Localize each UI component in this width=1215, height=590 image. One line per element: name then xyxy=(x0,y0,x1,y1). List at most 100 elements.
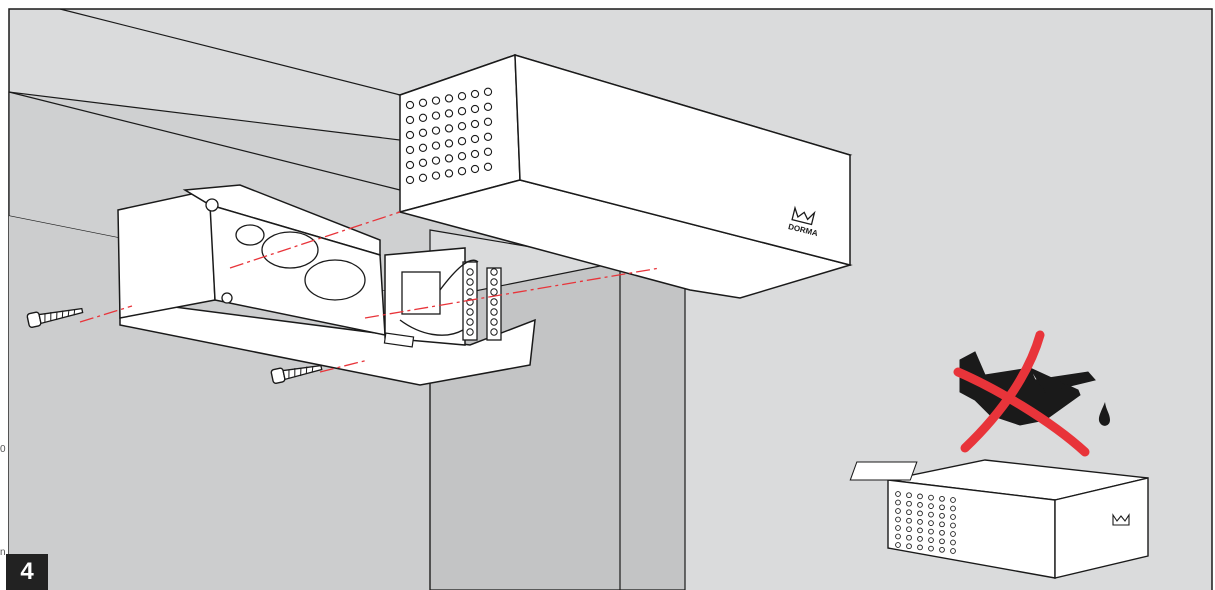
vent-hole xyxy=(928,545,934,552)
vent-hole xyxy=(405,115,415,125)
cover-vent-holes xyxy=(405,87,493,185)
vent-hole xyxy=(470,119,480,129)
vent-hole xyxy=(418,128,428,137)
alignment-center-lines xyxy=(79,211,661,373)
vent-hole xyxy=(939,504,945,511)
terminal-screw xyxy=(490,298,498,306)
terminal-screw xyxy=(466,268,474,276)
vent-hole xyxy=(917,536,923,542)
terminal-screws xyxy=(466,268,498,336)
vent-hole xyxy=(470,164,480,174)
vent-hole xyxy=(483,147,493,156)
vent-hole xyxy=(405,130,415,140)
mechanism-housing-top xyxy=(182,184,381,257)
terminal-screw xyxy=(466,328,474,336)
vent-hole xyxy=(950,505,956,512)
vent-hole xyxy=(906,492,912,499)
vent-hole xyxy=(470,134,480,144)
vent-hole xyxy=(431,111,441,120)
vent-hole xyxy=(928,537,934,543)
vent-hole xyxy=(950,531,956,537)
vent-hole xyxy=(470,89,480,99)
spring-cylinder-2 xyxy=(304,259,366,301)
vent-hole xyxy=(457,167,467,176)
vent-hole xyxy=(405,145,415,155)
vent-hole xyxy=(418,143,428,152)
no-oil-warning xyxy=(953,330,1110,457)
vent-hole xyxy=(895,491,901,497)
vent-hole xyxy=(444,94,454,103)
vent-hole xyxy=(895,516,901,523)
closer-thumbnail xyxy=(849,459,1149,579)
vent-hole xyxy=(444,139,454,148)
terminal-screw xyxy=(466,318,474,326)
vent-hole xyxy=(483,132,493,141)
margin-mark-2: n xyxy=(0,547,6,558)
vent-hole xyxy=(917,544,923,551)
vent-hole xyxy=(483,162,493,171)
mechanism-base-plate xyxy=(119,299,536,386)
vent-hole xyxy=(470,104,480,114)
vent-hole xyxy=(895,525,901,531)
screw-icon xyxy=(26,307,84,328)
wiring xyxy=(399,259,479,336)
oil-drop-icon xyxy=(1098,402,1110,426)
terminal-screw xyxy=(490,268,498,276)
vent-hole xyxy=(470,149,480,159)
vent-hole xyxy=(418,113,428,122)
vent-hole xyxy=(917,510,923,517)
center-line-upper xyxy=(229,211,401,269)
vent-hole xyxy=(939,538,945,545)
vent-hole xyxy=(939,546,945,553)
screw-icon xyxy=(270,364,323,384)
vent-hole xyxy=(928,511,934,518)
vent-hole xyxy=(444,169,454,178)
step-number-badge: 4 xyxy=(6,554,48,590)
vent-hole xyxy=(928,494,934,501)
vent-hole xyxy=(457,152,467,161)
vent-hole xyxy=(950,548,956,554)
closer-mechanism xyxy=(117,184,536,386)
vent-hole xyxy=(950,514,956,520)
lintel-edge-top xyxy=(8,91,401,191)
cover-side-face xyxy=(514,53,851,266)
center-line-screw-1 xyxy=(79,305,133,323)
terminal-screw xyxy=(466,278,474,286)
vent-hole xyxy=(431,141,441,150)
vent-hole xyxy=(895,533,901,540)
terminal-screw xyxy=(466,288,474,296)
vent-hole xyxy=(906,534,912,541)
vent-hole xyxy=(906,500,912,507)
vent-hole xyxy=(906,517,912,524)
vent-hole xyxy=(457,107,467,116)
vent-hole xyxy=(444,154,454,163)
vent-hole xyxy=(418,173,428,182)
vent-hole xyxy=(444,109,454,118)
vent-hole xyxy=(906,526,912,533)
vent-hole xyxy=(457,137,467,146)
vent-hole xyxy=(917,502,923,508)
vent-hole xyxy=(405,175,415,185)
margin-mark-1: 0 xyxy=(0,444,6,455)
vent-hole xyxy=(431,171,441,180)
vent-hole xyxy=(895,508,901,514)
vent-hole xyxy=(405,160,415,170)
vent-hole xyxy=(457,92,467,101)
thumbnail-mechanism xyxy=(849,461,918,481)
vent-hole xyxy=(928,503,934,509)
housing-bolt-2 xyxy=(221,292,233,304)
terminal-screw xyxy=(490,278,498,286)
vent-hole xyxy=(939,521,945,528)
housing-bolt-1 xyxy=(205,198,219,212)
prohibited-cross-icon xyxy=(953,330,1090,457)
vent-hole xyxy=(939,495,945,502)
terminal-screw xyxy=(490,308,498,316)
terminal-screw xyxy=(490,318,498,326)
vent-hole xyxy=(950,539,956,546)
vent-hole xyxy=(928,520,934,526)
vent-hole xyxy=(483,102,493,111)
vent-hole xyxy=(418,158,428,167)
oil-can-icon xyxy=(959,351,1096,426)
vent-hole xyxy=(405,100,415,110)
